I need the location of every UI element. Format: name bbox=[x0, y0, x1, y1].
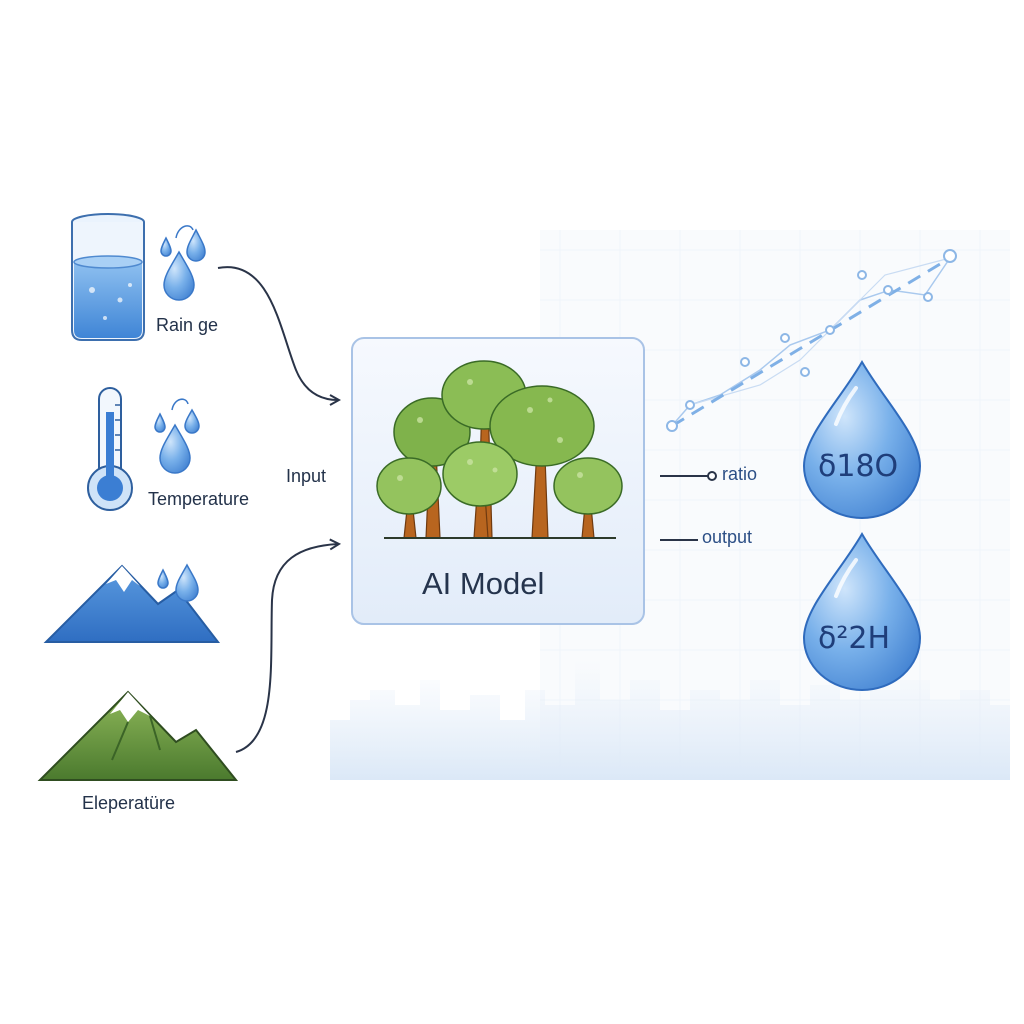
trend-chart bbox=[666, 249, 957, 432]
trend-point bbox=[740, 357, 750, 367]
city-skyline bbox=[330, 660, 1010, 780]
hydrogen-isotope-drop: δ²2H bbox=[802, 532, 922, 691]
trend-point bbox=[800, 367, 810, 377]
input-arrow-bottom bbox=[235, 544, 338, 753]
trend-point bbox=[943, 249, 957, 263]
temperature-label: Temperature bbox=[148, 489, 249, 509]
trend-point bbox=[883, 285, 893, 295]
ratio-label: ratio bbox=[722, 464, 757, 484]
input-label: Input bbox=[286, 466, 326, 486]
green-mountain-icon bbox=[37, 690, 239, 781]
trend-point bbox=[825, 325, 835, 335]
oxygen-isotope-drop: δ18O bbox=[802, 360, 922, 519]
temperature-drops-icon bbox=[154, 408, 200, 474]
model-title: AI Model bbox=[422, 566, 544, 601]
hydrogen-isotope-label: δ²2H bbox=[818, 621, 890, 656]
rain-label: Rain ge bbox=[156, 315, 218, 335]
forest-trees-icon bbox=[376, 360, 623, 539]
snowy-mountain-icon bbox=[43, 564, 221, 643]
rain-drops-icon bbox=[160, 228, 206, 301]
elevation-label: Eleperatüre bbox=[82, 793, 175, 813]
trend-point bbox=[666, 420, 678, 432]
trend-point bbox=[685, 400, 695, 410]
rain-gauge-beaker-icon bbox=[71, 213, 145, 341]
mountain-drop-icon bbox=[157, 563, 199, 602]
input-arrow-top bbox=[217, 266, 338, 400]
trend-point bbox=[780, 333, 790, 343]
trend-point bbox=[857, 270, 867, 280]
output-label: output bbox=[702, 527, 752, 547]
thermometer-icon bbox=[87, 387, 133, 511]
trend-point bbox=[923, 292, 933, 302]
ratio-connector bbox=[660, 471, 717, 481]
oxygen-isotope-label: δ18O bbox=[818, 449, 898, 484]
